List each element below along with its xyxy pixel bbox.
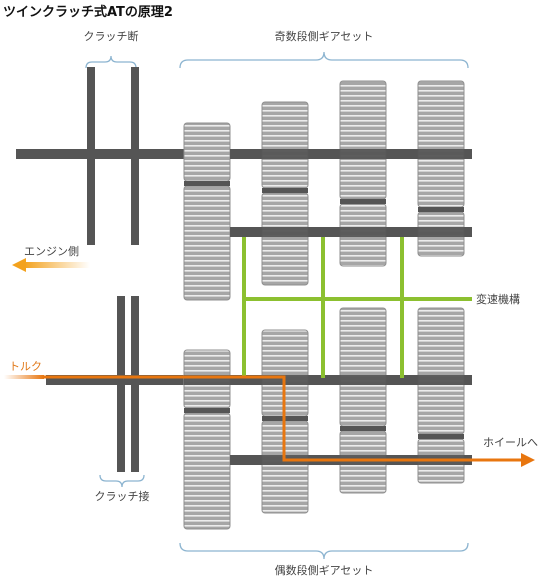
odd-gear-1 [183,122,231,301]
shift-mechanism [242,237,472,378]
even-gearset-label: 偶数段側ギアセット [275,563,374,577]
clutch-plate-upper-right [131,67,139,245]
odd-gearset-label: 奇数段側ギアセット [275,29,374,43]
even-gear-3 [339,307,387,494]
odd-gear-2 [261,101,309,286]
clutch-engaged-bracket [99,474,145,488]
torque-label: トルク [9,360,42,373]
torque-path [4,375,535,467]
clutch-disengaged-bracket [85,55,137,69]
even-gearset-bracket [179,542,469,560]
odd-gearset-bracket [179,51,469,69]
clutch-engaged-label: クラッチ接 [95,490,150,503]
page-title: ツインクラッチ式ATの原理2 [3,5,173,20]
clutch-plate-lower-right [131,296,139,472]
clutch-disengaged-label: クラッチ断 [84,29,139,43]
engine-side-arrow [12,258,90,272]
clutch-plate-lower-left [117,296,125,472]
shift-mechanism-label: 変速機構 [476,292,520,306]
odd-gear-3 [339,80,387,267]
even-gear-2 [261,329,309,514]
clutch-plate-upper-left [87,67,95,245]
engine-side-label: エンジン側 [24,245,79,258]
to-wheels-label: ホイールへ [483,436,538,449]
